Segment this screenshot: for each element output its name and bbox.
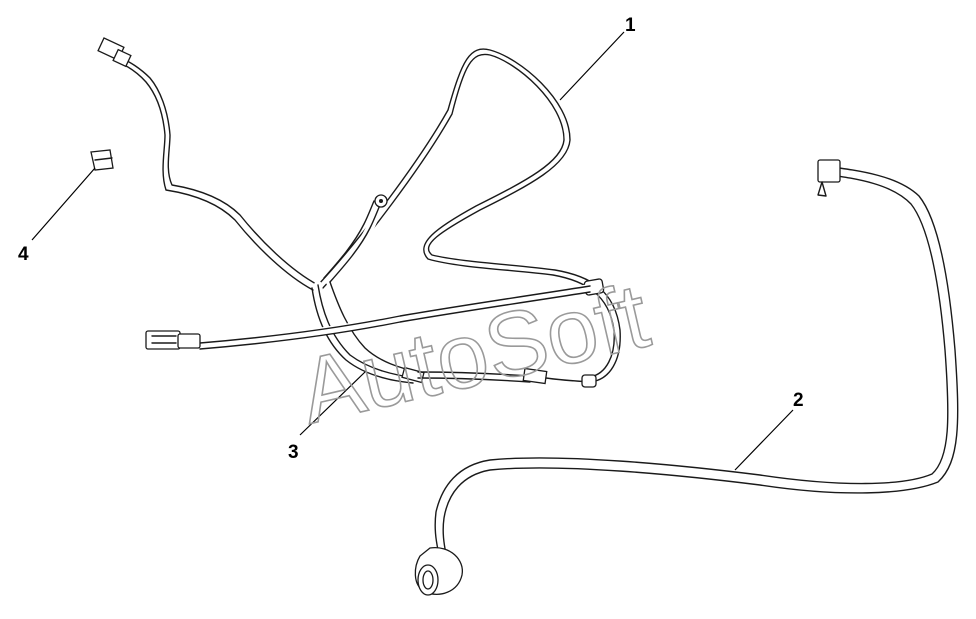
- harness-2: [414, 159, 959, 596]
- leader-1: [559, 31, 625, 101]
- harness-1: [97, 37, 625, 388]
- callout-3: 3: [288, 442, 299, 463]
- leader-2: [734, 409, 794, 471]
- harness-3: [145, 284, 594, 350]
- leader-4: [31, 167, 96, 241]
- callout-1: 1: [625, 15, 636, 36]
- callout-2: 2: [793, 390, 804, 411]
- watermark-text: AutoSoft: [291, 265, 658, 444]
- leader-3: [299, 371, 366, 436]
- callout-4: 4: [18, 244, 29, 265]
- part-4-clip: [90, 149, 114, 171]
